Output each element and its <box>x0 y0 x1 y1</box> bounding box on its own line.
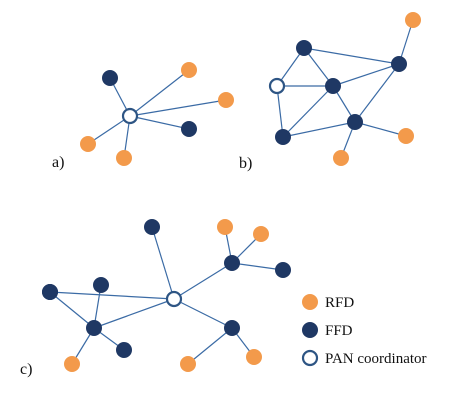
legend-ffd-marker <box>302 322 318 338</box>
rfd-node <box>218 92 234 108</box>
legend-rfd-label: RFD <box>325 295 354 311</box>
legend: RFD FFD PAN coordinator <box>301 294 427 367</box>
edge-c3-c12 <box>231 262 284 271</box>
edges-layer <box>49 19 414 365</box>
rfd-node <box>246 349 262 365</box>
edge-c0-c1 <box>49 291 175 300</box>
ffd-node <box>93 277 109 293</box>
rfd-node <box>333 150 349 166</box>
ffd-node <box>144 219 160 235</box>
legend-pan-label: PAN coordinator <box>325 351 427 367</box>
edge-b3-b5 <box>354 63 400 123</box>
rfd-node <box>398 128 414 144</box>
edge-c0-c4 <box>173 298 233 329</box>
edge-a0-a2 <box>129 69 190 117</box>
ffd-node <box>224 255 240 271</box>
ffd-node <box>347 114 363 130</box>
ffd-node <box>224 320 240 336</box>
edge-a0-a3 <box>129 99 227 117</box>
panel-label-b: b) <box>239 155 252 172</box>
panel-label-a: a) <box>52 154 64 171</box>
panel-label-c: c) <box>20 361 32 378</box>
edge-a0-a5 <box>87 115 131 145</box>
edge-b4-b5 <box>282 121 356 138</box>
rfd-node <box>181 62 197 78</box>
ffd-node <box>42 284 58 300</box>
edge-c0-c2 <box>93 298 175 329</box>
ffd-node <box>181 121 197 137</box>
ffd-node <box>275 262 291 278</box>
edge-c0-c13 <box>151 226 175 300</box>
legend-rfd-marker <box>302 294 318 310</box>
ffd-node <box>86 320 102 336</box>
pan-coordinator-node <box>268 77 286 95</box>
legend-pan-marker <box>301 349 319 367</box>
rfd-node <box>253 226 269 242</box>
ffd-node <box>296 40 312 56</box>
legend-ffd-label: FFD <box>325 323 353 339</box>
nodes-layer <box>42 12 421 372</box>
pan-coordinator-node <box>121 107 139 125</box>
rfd-node <box>80 136 96 152</box>
ffd-node <box>116 342 132 358</box>
pan-coordinator-node <box>165 290 183 308</box>
edge-b2-b4 <box>282 85 334 138</box>
rfd-node <box>217 219 233 235</box>
ffd-node <box>391 56 407 72</box>
rfd-node <box>180 356 196 372</box>
edge-b2-b3 <box>332 63 400 87</box>
ffd-node <box>275 129 291 145</box>
edge-c0-c3 <box>173 262 233 300</box>
edge-b5-b7 <box>354 121 407 137</box>
rfd-node <box>116 150 132 166</box>
edge-b0-b4 <box>276 85 284 138</box>
rfd-node <box>405 12 421 28</box>
edge-b1-b3 <box>303 47 400 65</box>
ffd-node <box>102 70 118 86</box>
ffd-node <box>325 78 341 94</box>
rfd-node <box>64 356 80 372</box>
edge-c2-c5 <box>49 291 95 329</box>
edge-a0-a4 <box>129 115 190 130</box>
edge-c4-c10 <box>187 327 233 365</box>
